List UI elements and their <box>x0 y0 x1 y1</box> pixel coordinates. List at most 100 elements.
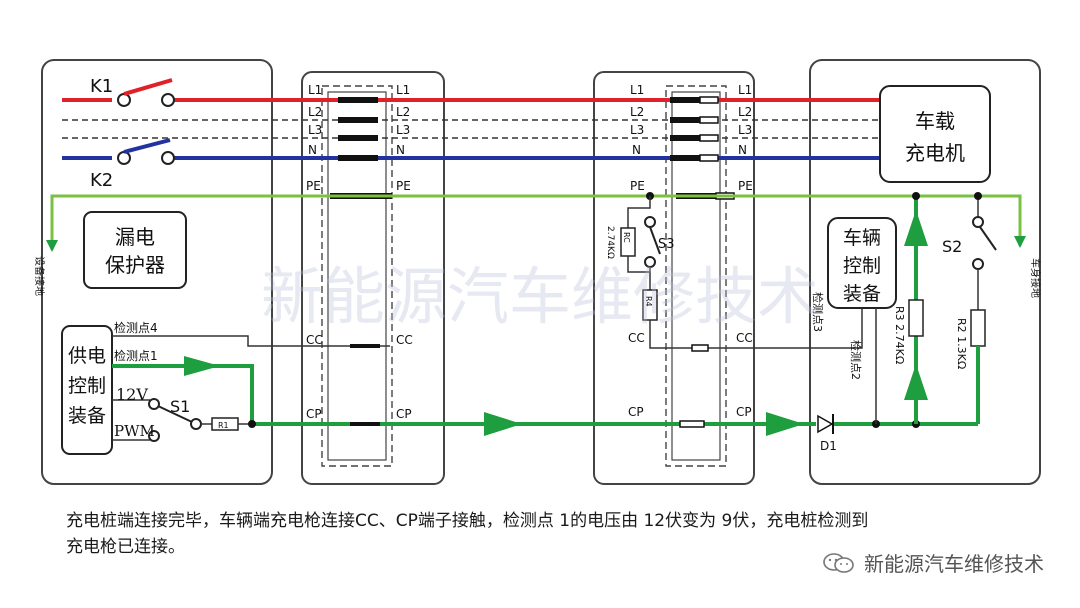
gun-pe-left: PE <box>306 179 321 193</box>
gun-inner-outline <box>321 85 393 467</box>
s1-label: S1 <box>170 397 190 416</box>
watermark: 新能源汽车维修技术 <box>261 260 819 333</box>
sock-cc-left: CC <box>628 331 645 345</box>
socket-cp-pin <box>679 420 705 428</box>
k1-label: K1 <box>90 76 113 97</box>
k2-contact-left <box>117 151 131 165</box>
gun-n-left: N <box>308 143 317 157</box>
leakage-protector-box <box>83 211 187 289</box>
sock-l2-left: L2 <box>630 105 644 119</box>
gun-cp-right: CP <box>396 407 412 421</box>
body-ground-arrow <box>1014 236 1026 248</box>
rc-label: RC <box>622 232 631 243</box>
s2-top-contact <box>972 216 984 228</box>
socket-inner-outline-2 <box>671 91 721 461</box>
sock-cp-left: CP <box>628 405 644 419</box>
body-ground-label: 车身接地 <box>1029 258 1042 298</box>
caption-line-2: 充电枪已连接。 <box>66 537 185 557</box>
gun-cp-left: CP <box>306 407 322 421</box>
rc-branch <box>627 196 651 228</box>
leakage-label-2: 保护器 <box>105 253 165 277</box>
charger-label-2: 充电机 <box>905 141 965 165</box>
s2-bottom-contact <box>972 258 984 270</box>
s1-contact-12v <box>148 398 160 410</box>
gun-l1-left: L1 <box>308 83 322 97</box>
s3-top-contact <box>644 216 656 228</box>
supply-control-label-1: 供电 <box>68 345 106 367</box>
pe-line <box>50 194 1022 250</box>
d1-label: D1 <box>820 439 837 453</box>
footer-brand: 新能源汽车维修技术 <box>822 548 1044 577</box>
gun-cc-right: CC <box>396 333 413 347</box>
cp-arrow-mid <box>484 412 522 436</box>
socket-cc-pin <box>691 344 709 352</box>
equip-ground-label: 设备接地 <box>33 256 46 296</box>
s2-blade <box>979 226 997 251</box>
cp-arrow-right <box>766 412 804 436</box>
k1-contact-right <box>161 93 175 107</box>
detect1-path <box>112 364 254 424</box>
s1-pivot <box>190 418 202 430</box>
gun-l1-right: L1 <box>396 83 410 97</box>
gun-contacts <box>330 97 392 199</box>
s1-contact-pwm <box>148 430 160 442</box>
rc-value-label: 2.74KΩ <box>605 226 615 259</box>
charging-pile-frame <box>41 59 273 485</box>
k2-blade <box>123 138 171 154</box>
d1-diode <box>817 414 834 434</box>
sock-pe-right: PE <box>738 179 753 193</box>
vehicle-control-label-2: 控制 <box>843 255 881 277</box>
vehicle-control-label-3: 装备 <box>843 283 881 305</box>
r2-label: R2 1.3KΩ <box>955 318 968 369</box>
leakage-label-1: 漏电 <box>115 225 155 249</box>
cp-node-pile <box>248 420 256 428</box>
k2-contact-right <box>161 151 175 165</box>
detect1-label: 检测点1 <box>114 348 158 363</box>
v12-label: 12V <box>116 385 148 404</box>
gun-n-right: N <box>396 143 405 157</box>
wechat-icon <box>822 552 856 574</box>
vehicle-control-box <box>827 217 897 309</box>
sock-n-right: N <box>738 143 747 157</box>
caption: 充电桩端连接完毕，车辆端充电枪连接CC、CP端子接触，检测点 1的电压由 12伏… <box>66 508 1026 560</box>
sock-l1-left: L1 <box>630 83 644 97</box>
detect1-arrow <box>184 356 220 376</box>
r1-label: R1 <box>218 421 229 430</box>
socket-pins <box>670 96 735 200</box>
supply-control-label-3: 装备 <box>68 405 106 427</box>
vehicle-frame <box>809 59 1041 485</box>
sock-l3-left: L3 <box>630 123 644 137</box>
detect3-label: 检测点3 <box>811 292 825 332</box>
charger-box <box>879 85 991 183</box>
sock-l2-right: L2 <box>738 105 752 119</box>
vehicle-socket-frame <box>593 71 755 485</box>
sock-cc-right: CC <box>736 331 753 345</box>
gun-l3-right: L3 <box>396 123 410 137</box>
r3-arrow-up-bottom <box>904 364 928 400</box>
sock-n-left: N <box>632 143 641 157</box>
supply-control-label-2: 控制 <box>68 375 106 397</box>
k1-contact-left <box>117 93 131 107</box>
r3-arrow-up-top <box>904 210 928 246</box>
sock-l1-right: L1 <box>738 83 752 97</box>
vehicle-control-label-1: 车辆 <box>843 227 881 249</box>
r4-label: R4 <box>644 296 653 307</box>
k1-blade <box>123 78 173 96</box>
k2-label: K2 <box>90 170 113 191</box>
sock-l3-right: L3 <box>738 123 752 137</box>
r3-resistor <box>908 299 924 337</box>
gun-l3-left: L3 <box>308 123 322 137</box>
caption-line-1: 充电桩端连接完毕，车辆端充电枪连接CC、CP端子接触，检测点 1的电压由 12伏… <box>66 511 869 531</box>
s1-blade <box>157 405 193 423</box>
gun-pe-right: PE <box>396 179 411 193</box>
gun-l2-right: L2 <box>396 105 410 119</box>
s2-label: S2 <box>942 237 962 256</box>
gun-l2-left: L2 <box>308 105 322 119</box>
charger-label-1: 车载 <box>915 109 955 133</box>
sock-pe-left: PE <box>630 179 645 193</box>
r2-resistor <box>970 309 986 347</box>
footer-brand-text: 新能源汽车维修技术 <box>864 552 1044 576</box>
s3-label: S3 <box>658 237 675 252</box>
cc-line-pile <box>112 335 390 347</box>
gun-cc-left: CC <box>306 333 323 347</box>
